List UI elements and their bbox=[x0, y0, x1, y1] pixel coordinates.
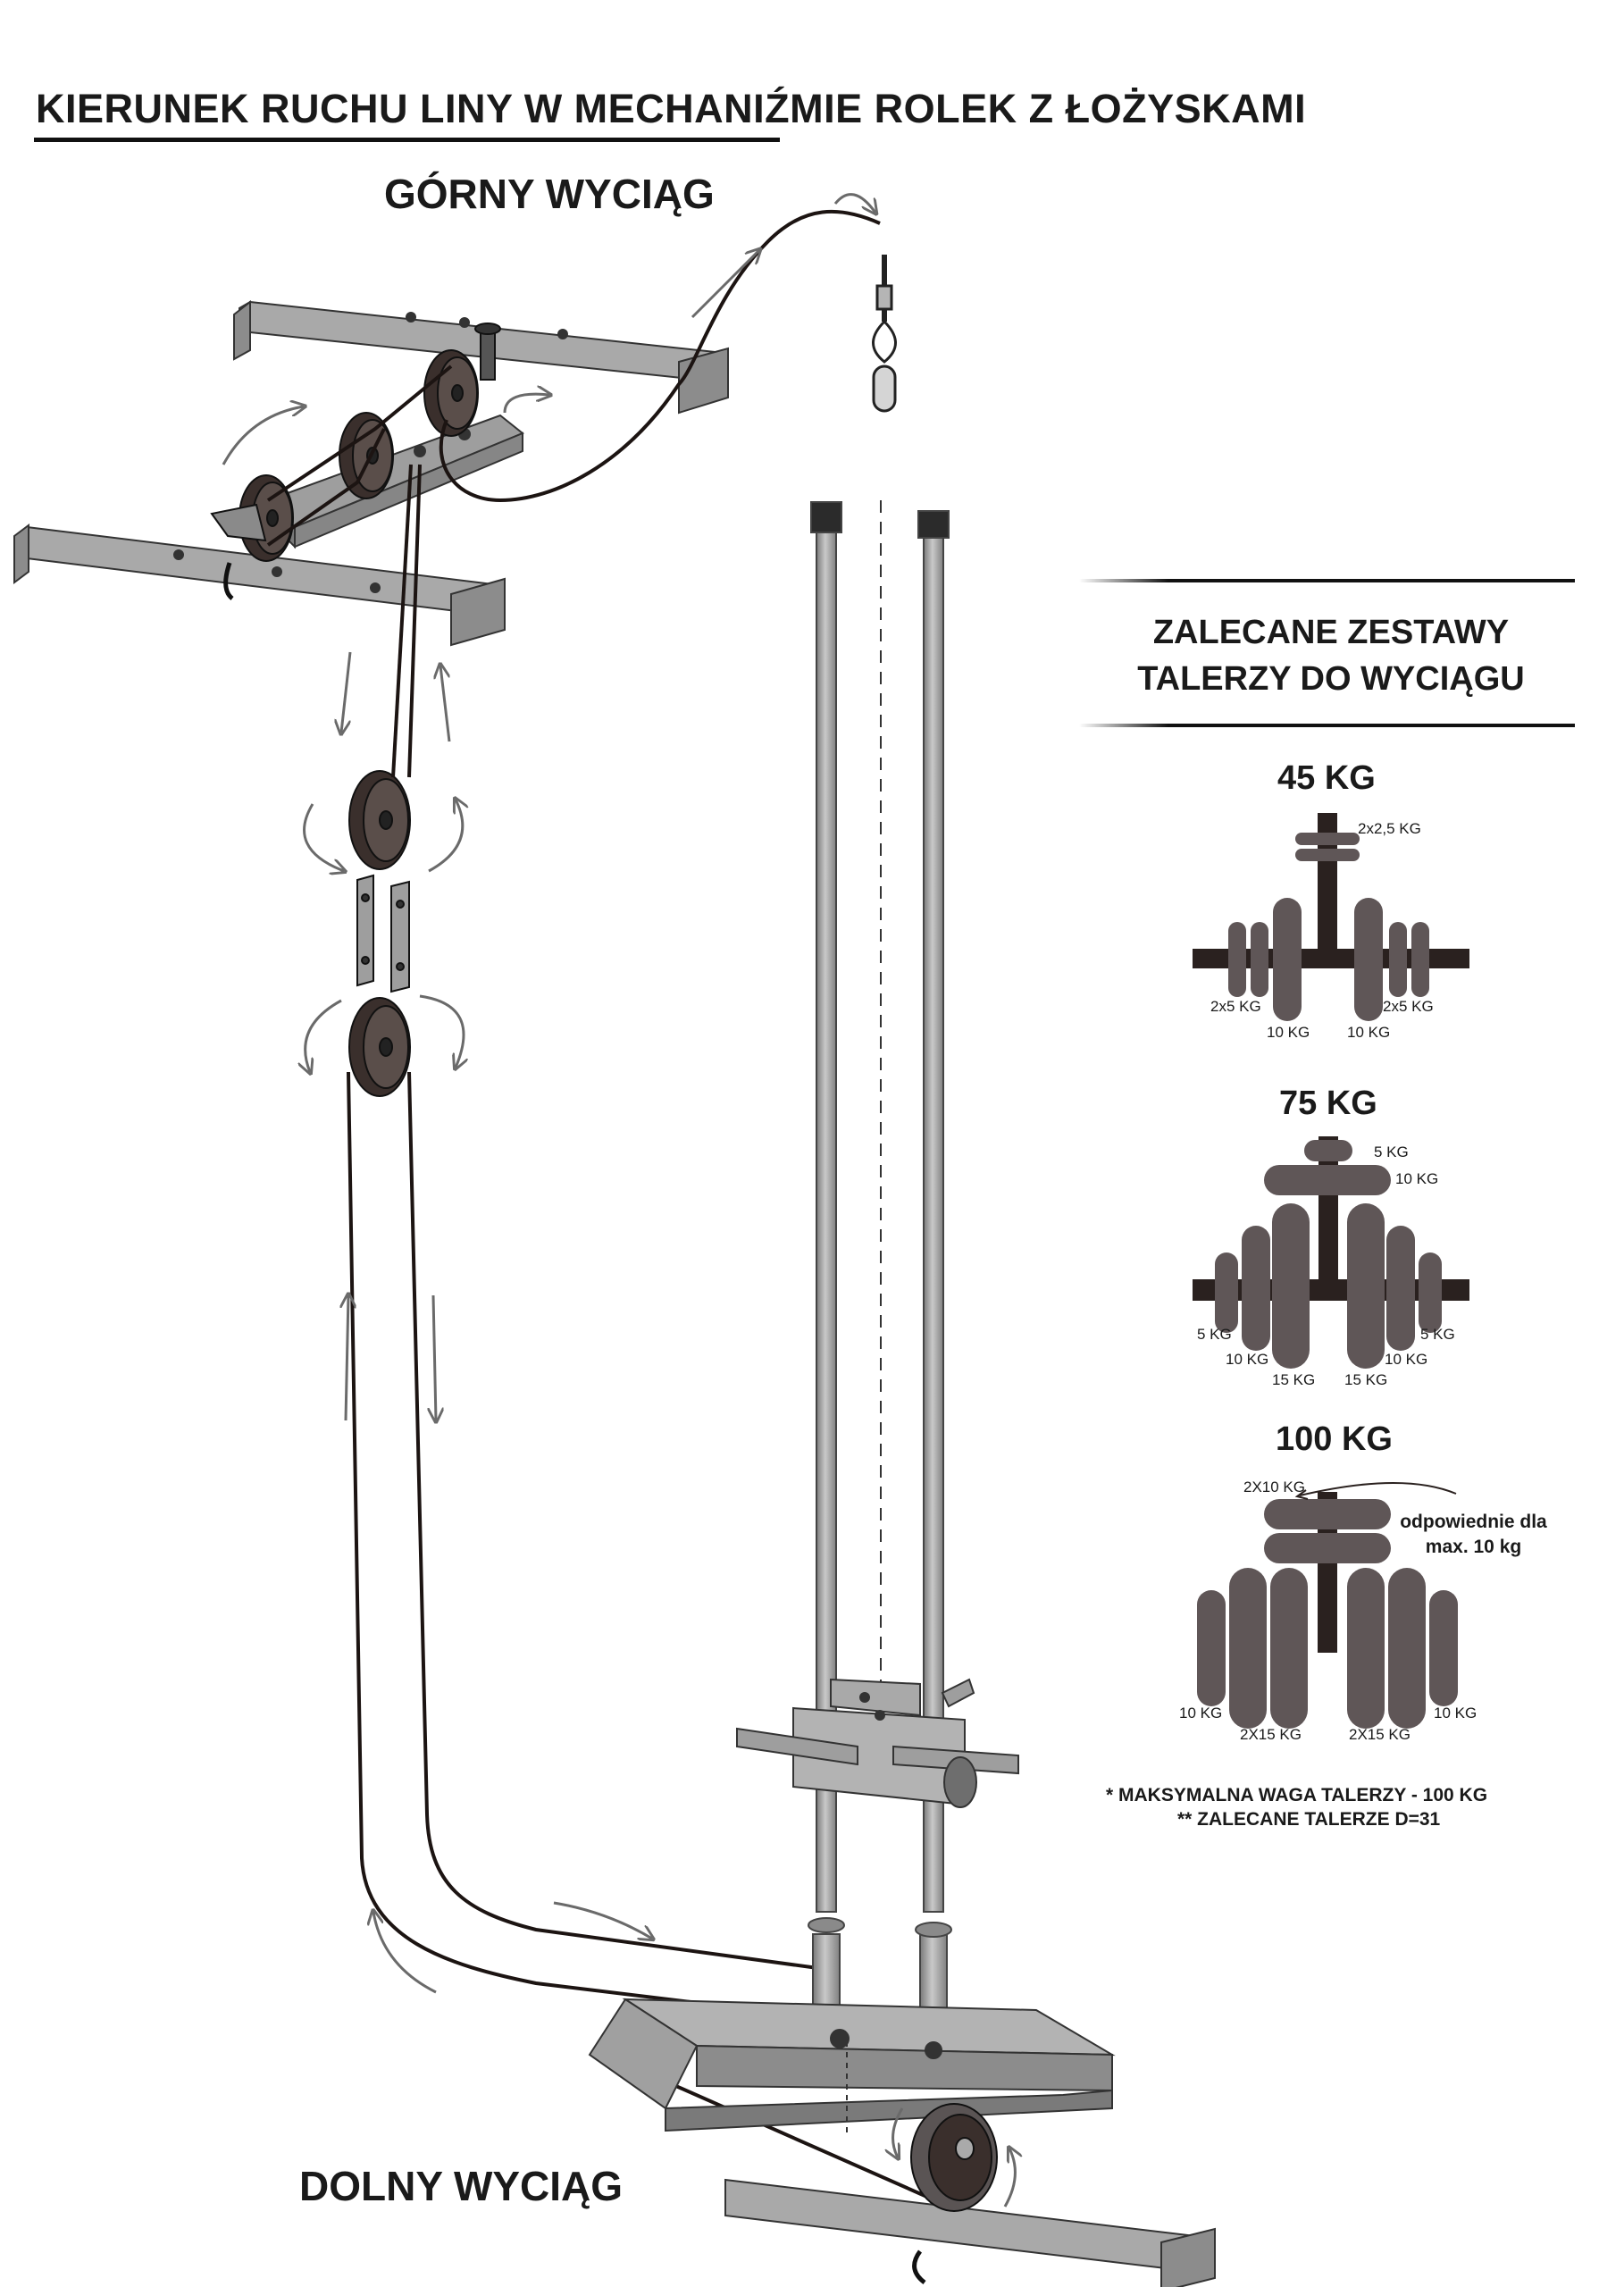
set-100-label-left-outer: 10 KG bbox=[1179, 1705, 1223, 1722]
set-100-note: odpowiednie dla max. 10 kg bbox=[1400, 1512, 1547, 1557]
guide-pole-right bbox=[923, 526, 944, 1913]
arrow-lower-pulley-right bbox=[1003, 2149, 1015, 2207]
plate-10-r bbox=[1386, 1226, 1415, 1351]
set-45-title: 45 KG bbox=[1277, 759, 1376, 797]
plate-5-r2 bbox=[1411, 922, 1429, 997]
set-75-label-top-small: 5 KG bbox=[1374, 1144, 1409, 1160]
arrow-ascend-right bbox=[440, 666, 451, 742]
plate-15-r1 bbox=[1347, 1568, 1385, 1729]
set-75-label-right-inner: 15 KG bbox=[1344, 1371, 1388, 1388]
lower-pulley bbox=[910, 2103, 998, 2284]
plate-5-top bbox=[1304, 1140, 1352, 1161]
set-100-diagram bbox=[1197, 1482, 1458, 1729]
plate-5-l2 bbox=[1251, 922, 1268, 997]
set-75-diagram bbox=[1193, 1136, 1469, 1369]
set-100-label-right-outer: 10 KG bbox=[1434, 1705, 1478, 1722]
set-100-label-top: 2X10 KG bbox=[1243, 1479, 1305, 1495]
set-75-label-right-outer: 5 KG bbox=[1420, 1326, 1455, 1343]
upper-frame bbox=[13, 299, 729, 647]
set-100-title: 100 KG bbox=[1276, 1420, 1393, 1458]
set-45-diagram bbox=[1193, 813, 1469, 1021]
arrow-rot-ll bbox=[306, 999, 342, 1072]
cable bbox=[266, 209, 930, 2199]
arrow-top-cable-up bbox=[691, 250, 759, 319]
plate-10-l bbox=[1273, 898, 1302, 1021]
plate-15-l2 bbox=[1270, 1568, 1308, 1729]
arrow-upper-left bbox=[222, 406, 304, 465]
set-75-label-left-mid: 10 KG bbox=[1226, 1351, 1269, 1368]
plate-5-r1 bbox=[1389, 922, 1407, 997]
set-45-label-right-small: 2x5 KG bbox=[1383, 998, 1434, 1015]
plate-15-r2 bbox=[1388, 1568, 1426, 1729]
note-pointer bbox=[1299, 1482, 1457, 1496]
plate-2-5-a bbox=[1295, 833, 1360, 845]
main-title: KIERUNEK RUCHU LINY W MECHANIŹMIE ROLEK … bbox=[36, 86, 1307, 131]
arrow-upper-right bbox=[503, 394, 549, 414]
plate-15-r bbox=[1347, 1203, 1385, 1369]
direction-arrows bbox=[222, 193, 1015, 2207]
arrow-long-up bbox=[346, 1295, 348, 1421]
plate-5-l bbox=[1215, 1252, 1238, 1333]
plate-10-l bbox=[1242, 1226, 1270, 1351]
plate-10-top bbox=[1264, 1165, 1391, 1195]
set-75-label-right-mid: 10 KG bbox=[1385, 1351, 1428, 1368]
arrow-long-down bbox=[433, 1294, 436, 1420]
arrow-top-curve bbox=[833, 193, 875, 213]
plate-10-top-a bbox=[1264, 1499, 1391, 1529]
arrow-rot-ur bbox=[428, 800, 463, 873]
plate-5-l1 bbox=[1228, 922, 1246, 997]
arrow-lower-pulley-left bbox=[893, 2107, 904, 2157]
lower-frame bbox=[588, 1998, 1216, 2287]
weight-carriage bbox=[736, 1678, 1019, 1808]
set-100-label-right-inner: 2X15 KG bbox=[1349, 1726, 1411, 1743]
set-45-label-left-big: 10 KG bbox=[1267, 1024, 1310, 1041]
arrow-rot-lr bbox=[419, 994, 464, 1068]
plate-10-r bbox=[1354, 898, 1383, 1021]
set-45-label-top: 2x2,5 KG bbox=[1358, 820, 1421, 837]
plate-15-l bbox=[1272, 1203, 1310, 1369]
arrow-bottom-right bbox=[553, 1901, 652, 1939]
bar-post bbox=[1318, 1492, 1337, 1653]
arrow-rot-ul bbox=[303, 803, 344, 871]
plate-10-r bbox=[1429, 1590, 1458, 1706]
set-75-label-left-outer: 5 KG bbox=[1197, 1326, 1232, 1343]
plate-10-l bbox=[1197, 1590, 1226, 1706]
panel-heading: ZALECANE ZESTAWY TALERZY DO WYCIĄGU bbox=[1099, 609, 1563, 702]
title-underline bbox=[34, 138, 780, 142]
set-45-label-right-big: 10 KG bbox=[1347, 1024, 1391, 1041]
set-100-label-left-inner: 2X15 KG bbox=[1240, 1726, 1302, 1743]
footnote-max-weight: * MAKSYMALNA WAGA TALERZY - 100 KG bbox=[1106, 1785, 1488, 1805]
upper-pulley-label: GÓRNY WYCIĄG bbox=[384, 171, 715, 217]
set-75-label-top-big: 10 KG bbox=[1395, 1170, 1439, 1187]
connector-plate-left bbox=[356, 874, 374, 987]
lower-pulley-label: DOLNY WYCIĄG bbox=[299, 2163, 624, 2209]
upper-pulley-rail bbox=[266, 414, 524, 529]
set-75-label-left-inner: 15 KG bbox=[1272, 1371, 1316, 1388]
plate-10-top-b bbox=[1264, 1533, 1391, 1563]
arrow-bottom-left bbox=[373, 1912, 437, 1994]
plate-2-5-b bbox=[1295, 849, 1360, 861]
panel-heading-line2: TALERZY DO WYCIĄGU bbox=[1137, 660, 1525, 698]
panel-rule-top bbox=[1079, 579, 1575, 582]
arrow-descend-left bbox=[341, 651, 352, 733]
guide-poles bbox=[808, 500, 952, 2024]
panel-rule-bottom bbox=[1079, 724, 1575, 727]
panel-heading-line1: ZALECANE ZESTAWY bbox=[1152, 614, 1510, 651]
plate-15-l1 bbox=[1229, 1568, 1267, 1729]
set-75-title: 75 KG bbox=[1279, 1085, 1377, 1122]
set-45-label-left-small: 2x5 KG bbox=[1210, 998, 1261, 1015]
footnote-plate-diameter: ** ZALECANE TALERZE D=31 bbox=[1177, 1809, 1441, 1830]
plate-5-r bbox=[1419, 1252, 1442, 1333]
middle-block bbox=[348, 770, 411, 1097]
connector-plate-right bbox=[390, 880, 410, 993]
snap-hook bbox=[872, 255, 897, 413]
